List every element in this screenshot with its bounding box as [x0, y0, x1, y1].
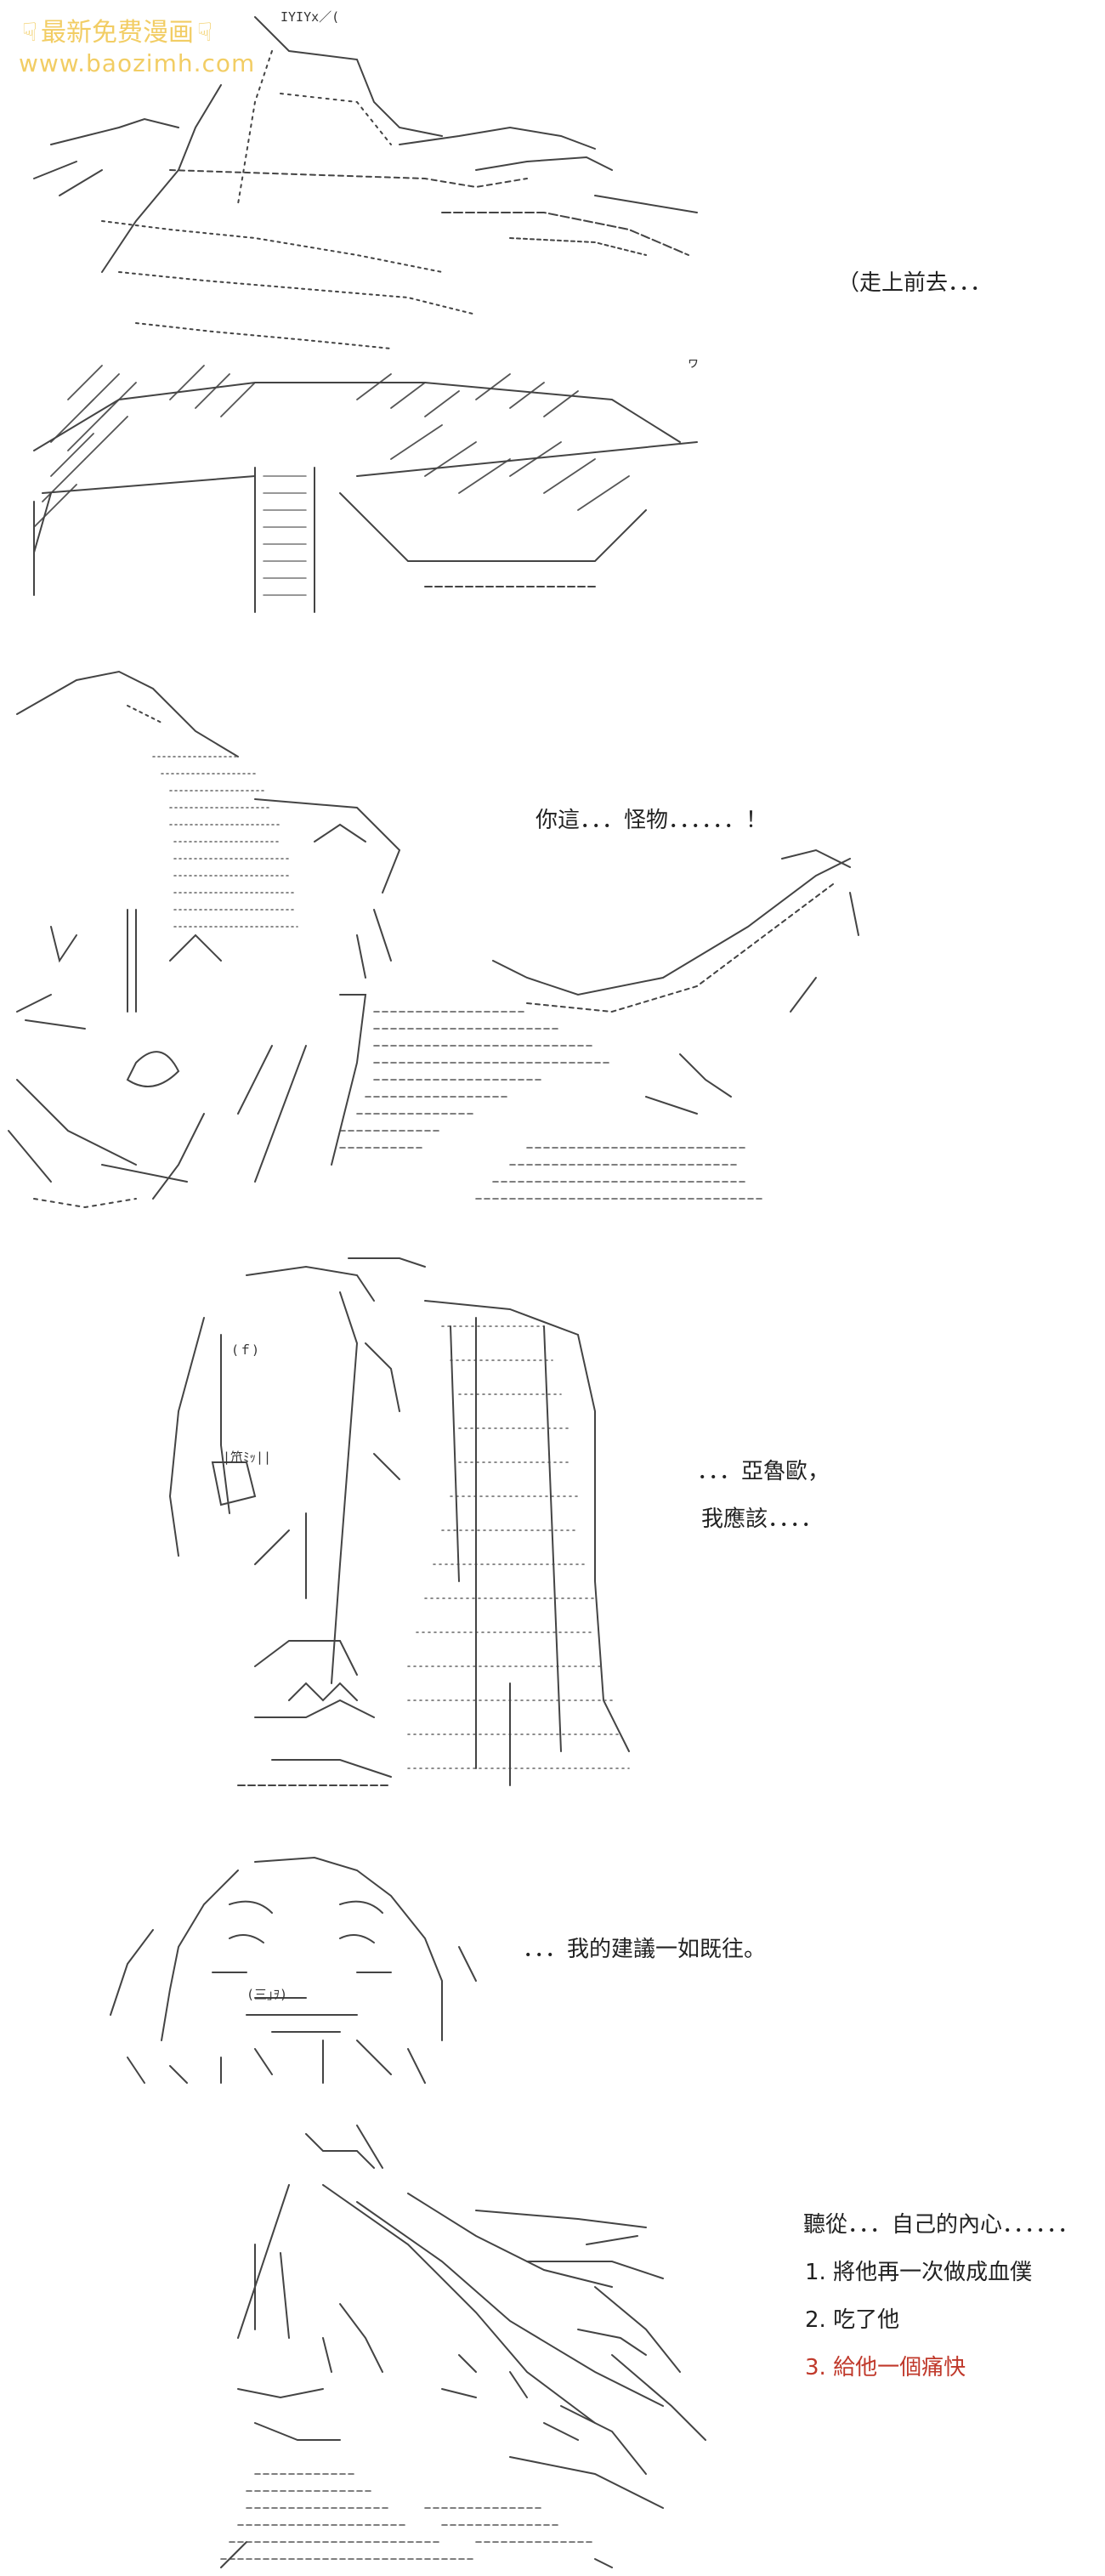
choice-option-3: 3. 給他一個痛快 — [805, 2355, 966, 2380]
ascii-fragment: (ｆ) — [231, 1342, 260, 1358]
pointing-hand-icon: ☟ — [196, 18, 213, 48]
watermark-url: www.baozimh.com — [19, 49, 256, 77]
panel-4: (三｣ｦ) ．．．我的建議一如既往。 — [0, 1845, 1105, 2100]
dialog-line: 你這．．．怪物．．．．．．！ — [536, 808, 768, 833]
ascii-art-armored-figure — [0, 0, 1105, 629]
ascii-fragment: (三｣ｦ) — [246, 1987, 288, 2002]
panel-5: 聽從．．．自己的內心．．．．．． 1. 將他再一次做成血僕 2. 吃了他 3. … — [0, 2117, 1105, 2576]
choice-option-1: 1. 將他再一次做成血僕 — [805, 2260, 1033, 2285]
panel-1: IYIYx／( ヮ （走上前去．．． — [0, 0, 1105, 629]
ascii-fragment: ヮ — [687, 355, 700, 370]
dialog-line: ．．．亞魯歐， — [697, 1459, 830, 1484]
watermark-title-row: ☟最新免费漫画☟ — [19, 17, 291, 49]
ascii-art-cloaked-figure-standing — [0, 1241, 1105, 1802]
ascii-fragment: |笊ﾐｯ|| — [223, 1450, 272, 1465]
ascii-art-hooded-face — [0, 1845, 1105, 2100]
ascii-art-winged-figure — [0, 2117, 1105, 2576]
choice-option-2: 2. 吃了他 — [805, 2307, 900, 2333]
ascii-art-hooded-figure-cowering — [0, 655, 1105, 1216]
ascii-fragment: IYIYx／( — [280, 9, 340, 25]
dialog-line: 聽從．．．自己的內心．．．．．． — [803, 2212, 1080, 2238]
pointing-hand-icon: ☟ — [21, 18, 38, 48]
panel-3: (ｆ) |笊ﾐｯ|| ．．．亞魯歐， 我應該．．．． — [0, 1241, 1105, 1802]
watermark-title: 最新免费漫画 — [41, 18, 194, 48]
panel-2: 你這．．．怪物．．．．．．！ — [0, 655, 1105, 1216]
watermark: ☟最新免费漫画☟ www.baozimh.com — [19, 17, 291, 78]
dialog-line: 我應該．．．． — [701, 1506, 824, 1532]
dialog-line: ．．．我的建議一如既往。 — [523, 1937, 767, 1962]
dialog-line: （走上前去．．． — [837, 270, 993, 296]
